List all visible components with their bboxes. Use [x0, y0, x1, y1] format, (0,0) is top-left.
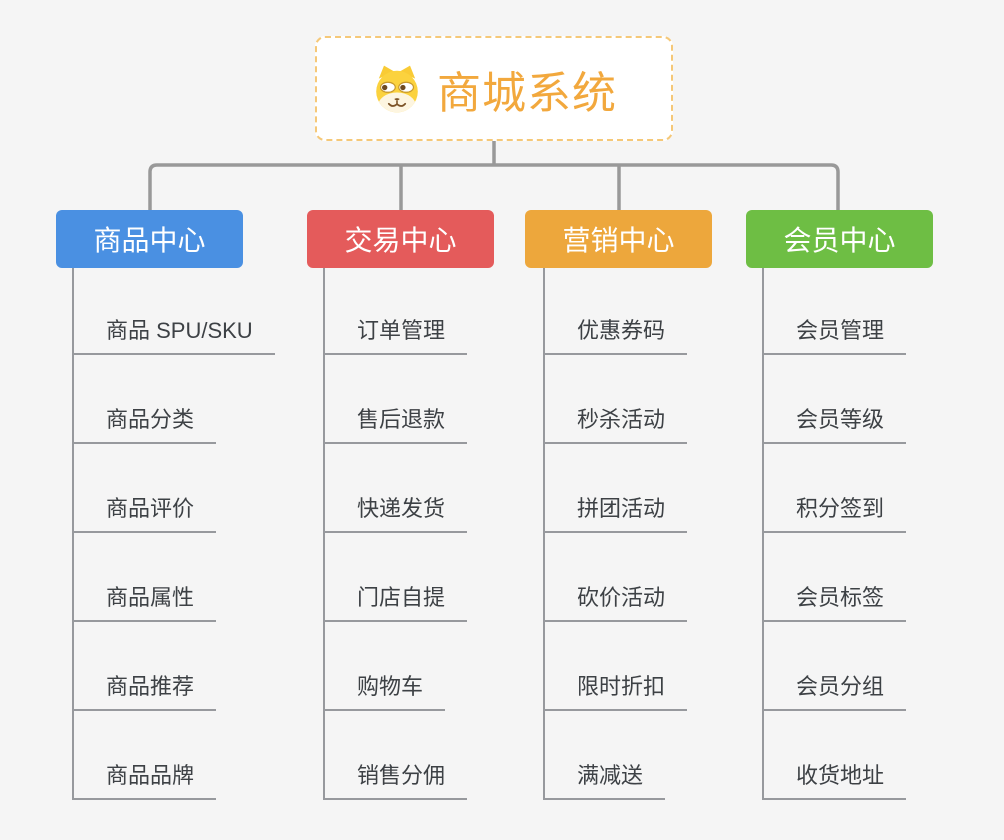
branch-node-product-center[interactable]: 商品中心	[56, 210, 243, 268]
leaf-node[interactable]: 商品属性	[72, 580, 217, 622]
leaf-node[interactable]: 会员分组	[762, 669, 907, 711]
leaf-node[interactable]: 商品品牌	[72, 758, 217, 800]
leaf-node[interactable]: 商品评价	[72, 491, 217, 533]
leaf-node[interactable]: 会员标签	[762, 580, 907, 622]
leaf-node[interactable]: 快递发货	[323, 491, 468, 533]
branch-node-marketing-center[interactable]: 营销中心	[525, 210, 712, 268]
branch-vertical-line	[72, 268, 74, 800]
branch-node-label: 交易中心	[344, 225, 457, 256]
leaf-node[interactable]: 会员管理	[762, 313, 907, 355]
leaf-node[interactable]: 售后退款	[323, 402, 468, 444]
leaf-node[interactable]: 收货地址	[762, 758, 907, 800]
leaf-node[interactable]: 订单管理	[323, 313, 468, 355]
leaf-node[interactable]: 商品分类	[72, 402, 217, 444]
leaf-node[interactable]: 门店自提	[323, 580, 468, 622]
branch-vertical-line	[323, 268, 325, 800]
leaf-node[interactable]: 限时折扣	[543, 669, 688, 711]
branch-node-label: 商品中心	[93, 225, 206, 256]
leaf-node[interactable]: 秒杀活动	[543, 402, 688, 444]
leaf-column-trade: 订单管理 售后退款 快递发货 门店自提 购物车 销售分佣	[323, 266, 468, 800]
branch-node-member-center[interactable]: 会员中心	[746, 210, 933, 268]
leaf-node[interactable]: 销售分佣	[323, 758, 468, 800]
dog-face-icon	[376, 65, 418, 112]
leaf-node[interactable]: 优惠券码	[543, 313, 688, 355]
leaf-column-product: 商品 SPU/SKU 商品分类 商品评价 商品属性 商品推荐 商品品牌	[72, 266, 275, 800]
leaf-node[interactable]: 砍价活动	[543, 580, 688, 622]
branch-node-label: 会员中心	[783, 225, 896, 256]
branch-vertical-line	[762, 268, 764, 800]
leaf-node[interactable]: 满减送	[543, 758, 666, 800]
branch-node-trade-center[interactable]: 交易中心	[307, 210, 494, 268]
leaf-node[interactable]: 拼团活动	[543, 491, 688, 533]
leaf-node[interactable]: 购物车	[323, 669, 446, 711]
root-node-mall-system[interactable]: 商城系统	[315, 36, 673, 141]
leaf-node[interactable]: 会员等级	[762, 402, 907, 444]
leaf-node[interactable]: 商品推荐	[72, 669, 217, 711]
branch-node-label: 营销中心	[562, 225, 675, 256]
leaf-column-marketing: 优惠券码 秒杀活动 拼团活动 砍价活动 限时折扣 满减送	[543, 266, 688, 800]
leaf-node[interactable]: 积分签到	[762, 491, 907, 533]
branch-vertical-line	[543, 268, 545, 800]
leaf-column-member: 会员管理 会员等级 积分签到 会员标签 会员分组 收货地址	[762, 266, 907, 800]
root-node-title: 商城系统	[437, 68, 617, 118]
leaf-node[interactable]: 商品 SPU/SKU	[72, 313, 275, 355]
